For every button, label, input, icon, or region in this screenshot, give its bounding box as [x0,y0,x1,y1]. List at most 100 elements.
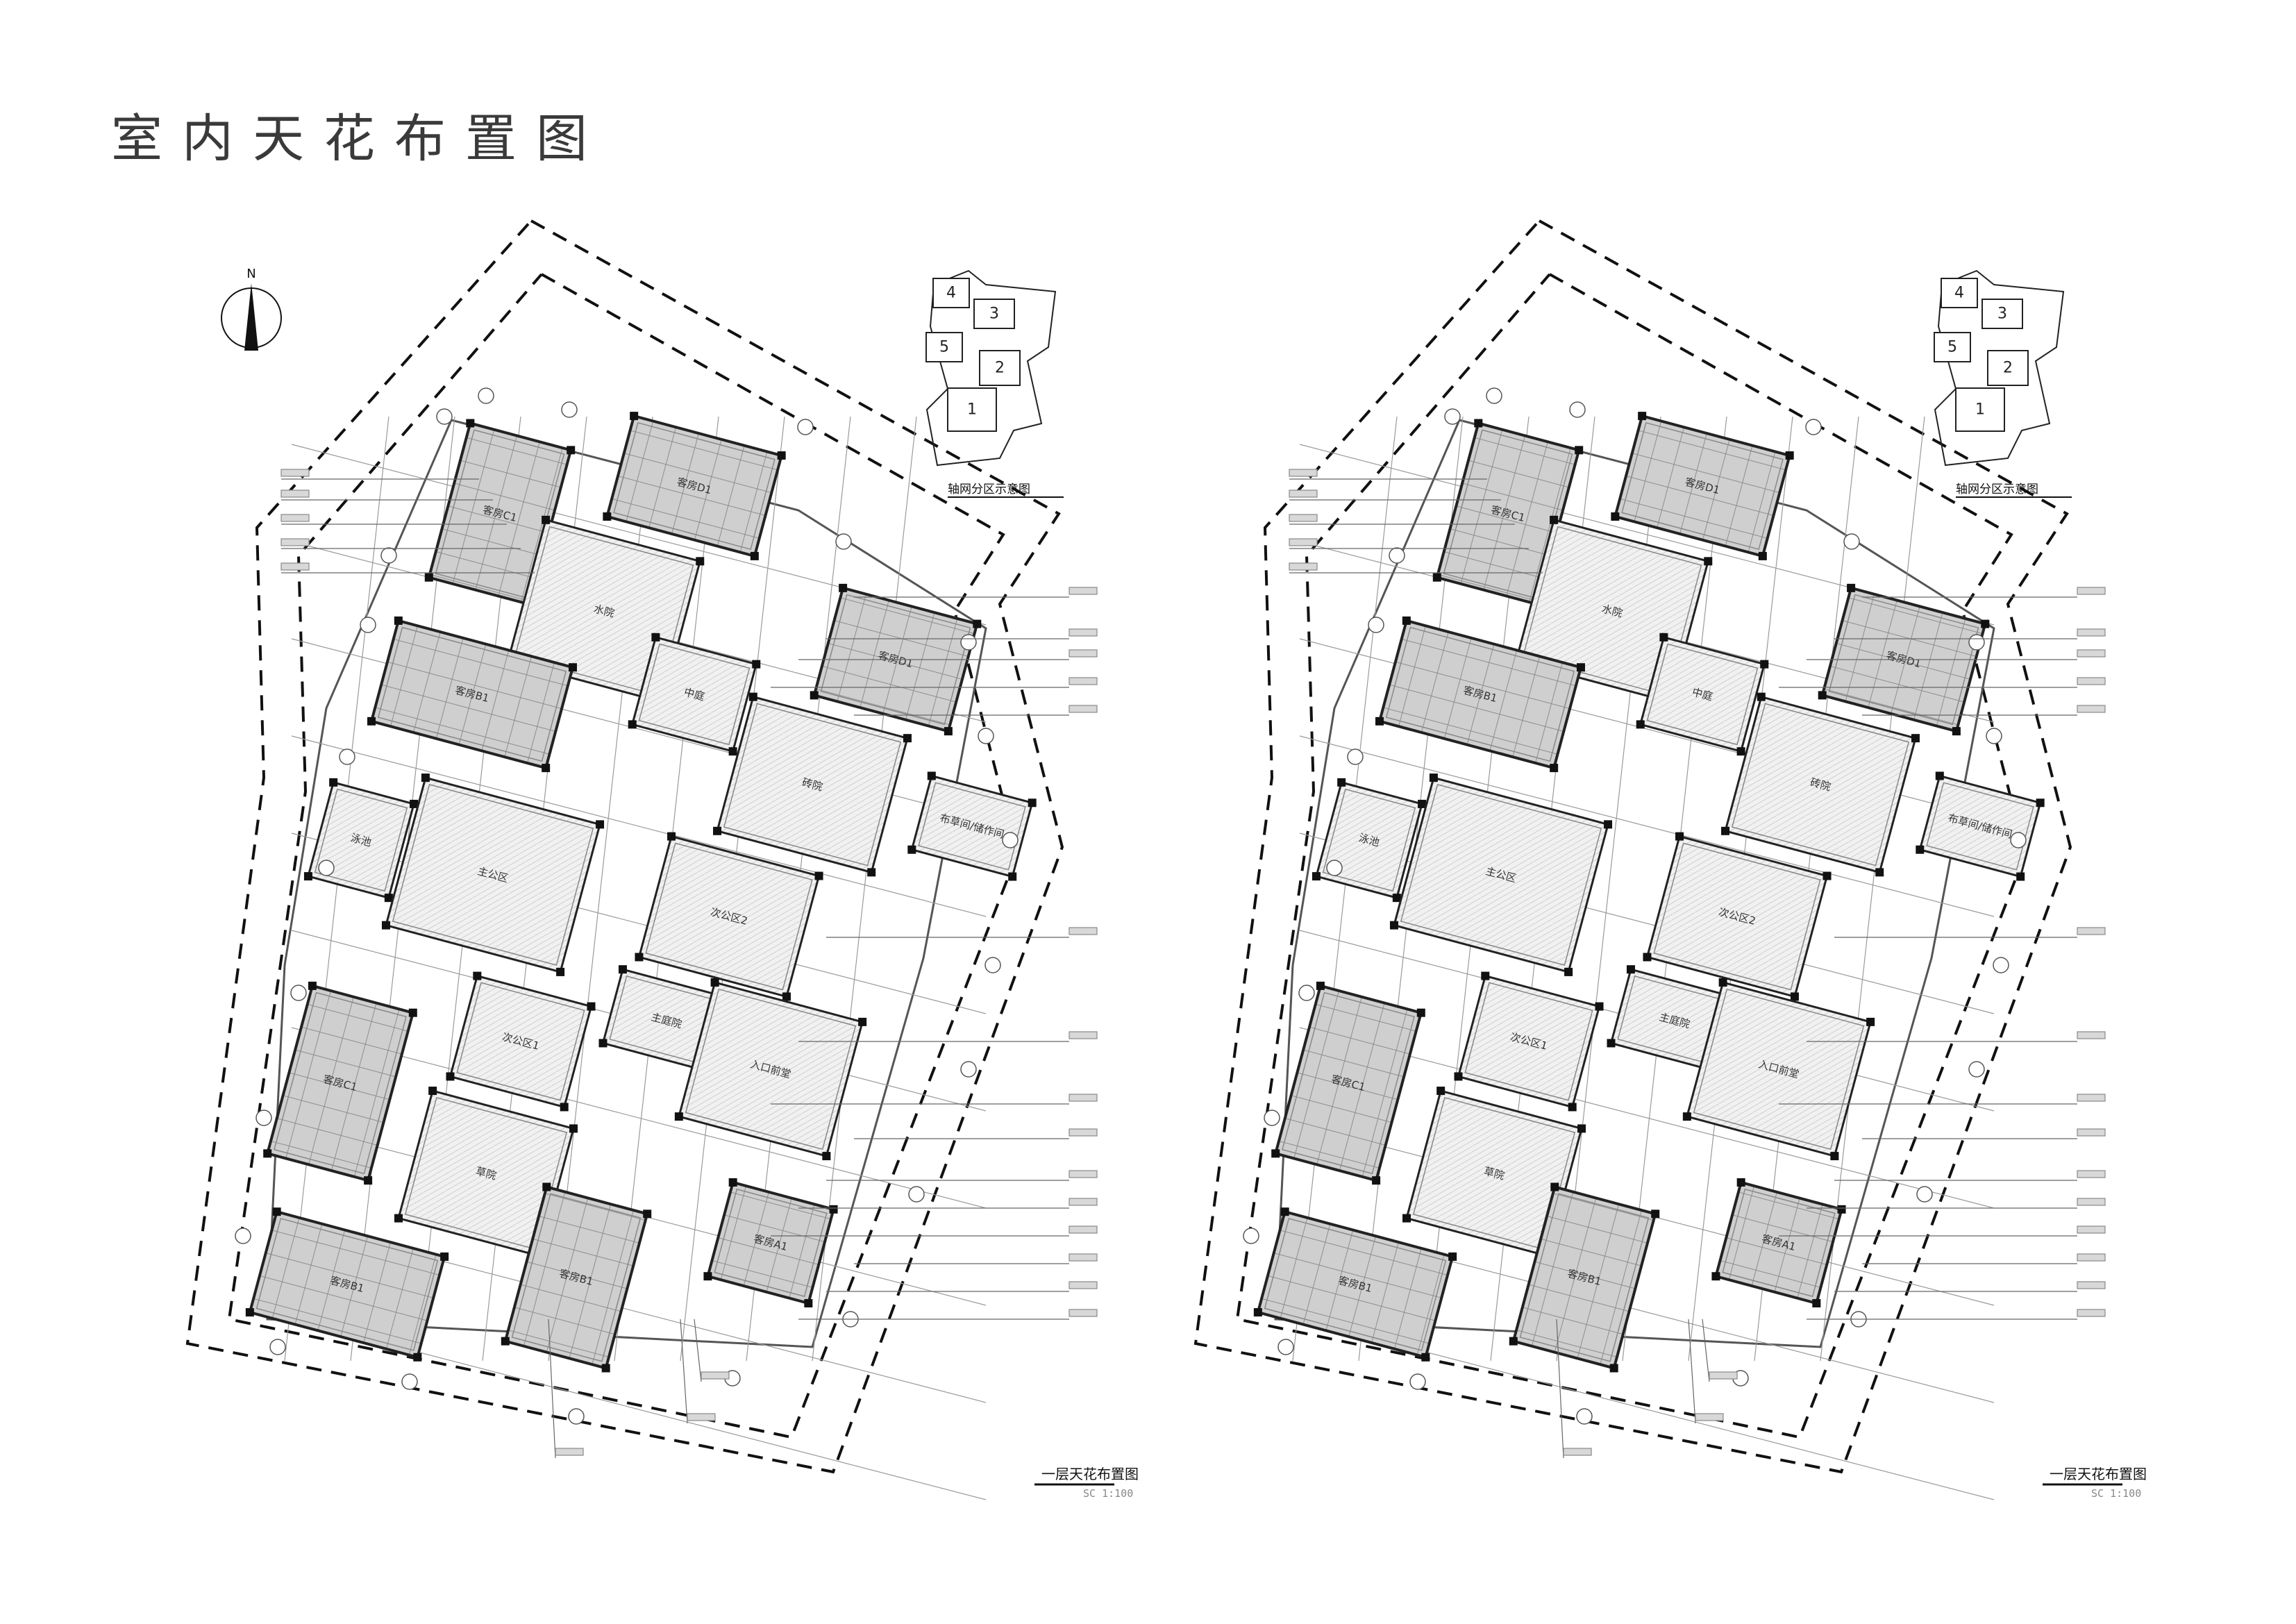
annotation-tag [2077,587,2106,595]
[object SVGGElement] [820,594,971,726]
[object SVGGElement] [1731,703,1910,867]
axis-line [812,416,917,1362]
column-marker [1316,981,1325,990]
annotation-tag [1069,1094,1098,1102]
key-zone-number: 1 [967,401,977,419]
[object SVGGElement] [377,626,567,762]
column-marker [1312,872,1321,881]
column-marker [748,692,757,701]
column-marker [1675,832,1684,841]
sheet-title: 室内天花布置图 [111,109,607,169]
[object SVGGElement] [1724,695,1917,874]
column-marker [1392,894,1401,903]
column-marker [421,773,430,782]
column-marker [814,871,823,880]
column-marker [1736,747,1745,756]
column-marker [973,619,982,628]
annotation-tag [701,1371,730,1380]
column-marker [1595,1002,1604,1011]
[object SVGGElement] [265,984,415,1182]
axis-bubble [1444,408,1461,425]
axis-bubble [1409,1373,1426,1390]
room-grass-court: 草院 [394,1087,578,1260]
column-marker [598,1039,607,1048]
[object SVGGElement] [1621,421,1784,551]
annotation-tag [1069,1309,1098,1317]
column-marker [556,967,565,976]
column-marker [466,419,475,428]
axis-line [1299,1027,1995,1209]
column-marker [367,717,376,726]
column-marker [710,978,719,987]
[object SVGGElement] [1377,619,1583,770]
[object SVGGElement] [248,1209,446,1359]
[object SVGGElement] [1264,1218,1447,1351]
column-marker [907,845,916,854]
key-plan-outline [925,269,1057,467]
axis-bubble [269,1339,286,1355]
column-marker [1682,1112,1691,1121]
annotation-tag [2077,927,2106,935]
site-boundary-outer [1193,219,2072,1474]
[object SVGGElement] [456,982,585,1101]
axis-bubble [1002,832,1019,848]
column-marker [542,764,551,773]
key-plan-caption: 轴网分区示意图 [1956,483,2038,496]
room-secondary-office-1: 次公区1 [1454,971,1604,1112]
annotation-tag [1289,538,1318,546]
column-marker [603,512,612,521]
key-zone-number: 5 [1947,339,1957,356]
column-marker [1785,451,1794,460]
column-marker [1575,446,1584,455]
column-marker [1718,978,1727,987]
column-marker [1481,971,1490,980]
annotation-tag [1289,489,1318,498]
column-marker [1626,965,1635,974]
column-marker [394,616,403,625]
[object SVGGElement] [630,635,758,753]
[object SVGGElement] [1256,1209,1455,1359]
[object SVGGElement] [274,991,407,1175]
annotation-tag [1069,1225,1098,1234]
[object SVGGElement] [514,526,694,696]
axis-bubble [1569,401,1586,418]
axis-bubble [235,1228,251,1244]
annotation-tag [2077,1225,2106,1234]
column-marker [1448,1252,1457,1261]
key-zone-box [932,278,970,308]
axis-bubble [1277,1339,1294,1355]
column-marker [263,1149,272,1158]
[object SVGGElement] [1686,981,1872,1157]
column-marker [440,1252,449,1261]
column-marker [1607,1039,1616,1048]
column-marker [473,971,482,980]
room-main-office: 主公区 [381,773,605,976]
leader-lines [280,469,1098,1459]
column-marker [713,826,722,835]
column-marker [1008,872,1017,881]
[object SVGGElement] [1646,643,1759,746]
axis-bubble [339,748,355,765]
room-main-office: 主公区 [1389,773,1613,976]
building-outline [1274,419,1995,1348]
axis-bubble [568,1408,585,1425]
column-marker [752,660,761,669]
column-marker [1736,1178,1745,1187]
column-marker [1866,1017,1875,1026]
column-marker [1550,764,1559,773]
site-boundary-inner [1235,273,2027,1439]
column-marker [1416,1008,1425,1017]
room-secondary-office-2: 次公区2 [635,832,823,1001]
column-marker [303,872,312,881]
axis-bubble [1843,533,1860,550]
key-plan-caption: 轴网分区示意图 [948,483,1030,496]
annotation-tag [1069,1128,1098,1137]
key-zone-box [1941,278,1978,308]
column-marker [568,663,577,672]
column-marker [927,771,936,780]
